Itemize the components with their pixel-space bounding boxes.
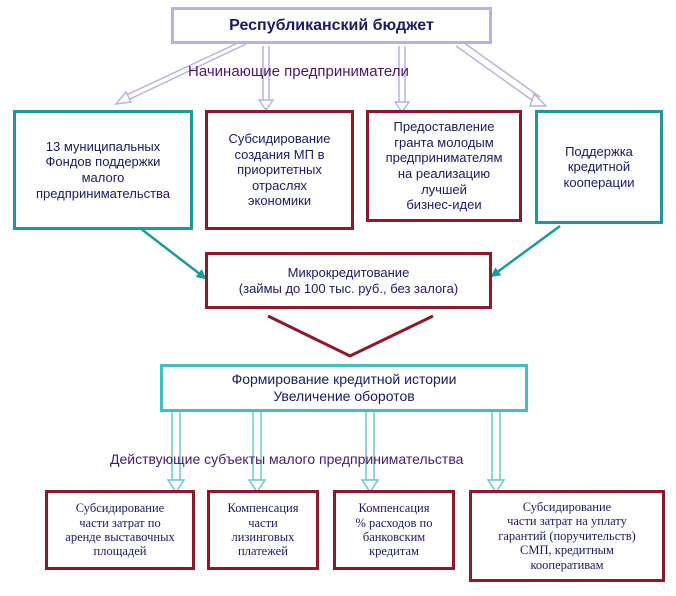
box-guarantee-subsidy-text: Субсидирование части затрат на уплату га…: [498, 500, 636, 572]
box-municipal-funds: 13 муниципальных Фондов поддержки малого…: [13, 110, 193, 230]
box-credit-history-text: Формирование кредитной истории Увеличени…: [231, 371, 457, 404]
credit-arrowhead-4: [486, 479, 506, 494]
box-credit-cooperation-text: Поддержка кредитной кооперации: [563, 143, 635, 190]
budget-arrow-4: [459, 39, 541, 98]
credit-arrowhead-2: [247, 479, 267, 494]
box-leasing-compensation-text: Компенсация части лизинговых платежей: [227, 501, 299, 559]
credit-arrowhead-3: [360, 479, 380, 494]
arrow-coop-to-micro: [490, 224, 561, 278]
box-grant: Предоставление гранта молодым предприним…: [366, 110, 522, 222]
budget-arrowhead-2: [257, 99, 275, 112]
budget-arrows: [114, 39, 548, 114]
box-exhibition-subsidy-text: Субсидирование части затрат по аренде вы…: [65, 501, 175, 559]
label-beginners: Начинающие предприниматели: [188, 63, 409, 80]
budget-title: Республиканский бюджет: [229, 16, 434, 34]
chevron-down-icon: [267, 314, 434, 358]
box-credit-history: Формирование кредитной истории Увеличени…: [160, 364, 528, 412]
budget-arrow-1: [121, 41, 241, 98]
box-guarantee-subsidy: Субсидирование части затрат на уплату га…: [469, 490, 665, 582]
box-exhibition-subsidy: Субсидирование части затрат по аренде вы…: [45, 490, 195, 570]
box-subsidy-creation-text: Субсидирование создания МП в приоритетны…: [228, 131, 331, 209]
box-subsidy-creation: Субсидирование создания МП в приоритетны…: [205, 110, 354, 230]
box-microcredit-text: Микрокредитование (займы до 100 тыс. руб…: [238, 264, 459, 296]
box-interest-compensation: Компенсация % расходов по банковским кре…: [333, 490, 455, 570]
credit-arrowhead-1: [166, 479, 186, 494]
label-operating: Действующие субъекты малого предпринимат…: [110, 451, 464, 467]
box-microcredit: Микрокредитование (займы до 100 тыс. руб…: [205, 252, 492, 309]
box-interest-compensation-text: Компенсация % расходов по банковским кре…: [355, 501, 433, 559]
box-municipal-funds-text: 13 муниципальных Фондов поддержки малого…: [35, 138, 171, 201]
budget-arrowhead-3: [393, 101, 411, 114]
box-credit-cooperation: Поддержка кредитной кооперации: [535, 110, 663, 224]
budget-arrowhead-4: [528, 92, 548, 107]
budget-arrowhead-1: [114, 90, 133, 105]
budget-box: Республиканский бюджет: [171, 7, 492, 44]
box-grant-text: Предоставление гранта молодым предприним…: [385, 119, 503, 213]
arrow-funds-to-micro: [139, 227, 207, 280]
box-leasing-compensation: Компенсация части лизинговых платежей: [207, 490, 319, 570]
